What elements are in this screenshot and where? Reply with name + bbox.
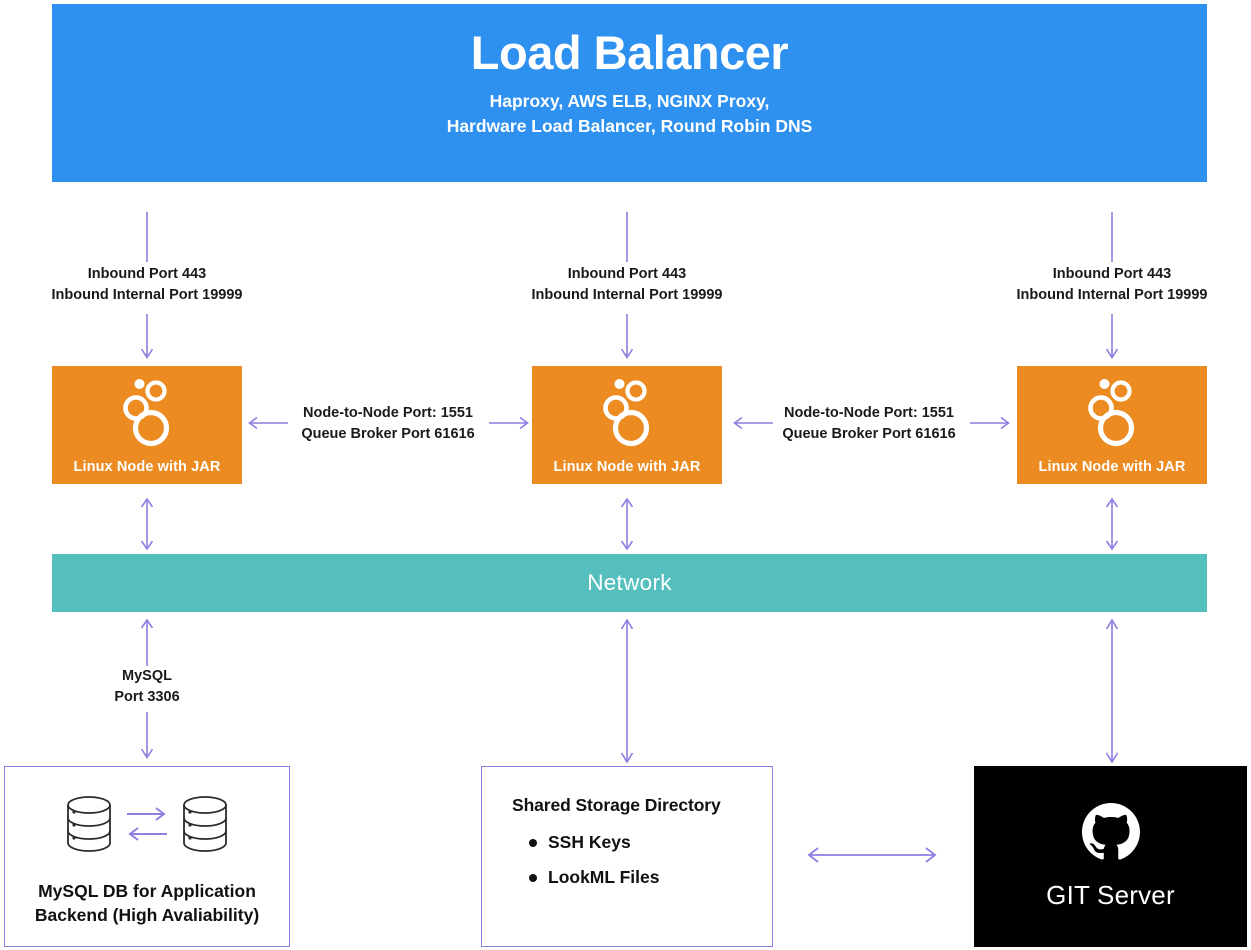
github-octocat-icon [1081, 802, 1140, 866]
looker-logo-icon [599, 375, 655, 452]
list-item: SSH Keys [529, 832, 772, 853]
network-label: Network [587, 570, 672, 595]
mysql-replication-icons [63, 793, 231, 860]
replication-arrows-icon [125, 800, 169, 853]
list-item: LookML Files [529, 867, 772, 888]
lb-to-node-arrow-2 [619, 314, 635, 364]
load-balancer-subtitle-line-1: Haproxy, AWS ELB, NGINX Proxy, [489, 91, 770, 112]
node-link-label-2-line-2: Queue Broker Port 61616 [782, 426, 956, 443]
inbound-port-label-1-line-1: Inbound Port 443 [87, 266, 207, 282]
mysql-db-caption-line-2: Backend (High Avaliability) [34, 904, 260, 925]
looker-logo-icon [1084, 375, 1140, 452]
load-balancer-subtitle: Haproxy, AWS ELB, NGINX Proxy, Hardware … [447, 89, 813, 139]
node-link-label-1-line-1: Node-to-Node Port: 1551 [303, 405, 473, 421]
network-to-git-arrow [1104, 618, 1120, 764]
mysql-db-box[interactable]: MySQL DB for Application Backend (High A… [4, 766, 290, 947]
node-link-label-1-line-2: Queue Broker Port 61616 [301, 426, 475, 443]
lb-to-node-arrow-1 [139, 314, 155, 364]
shared-storage-list: SSH Keys LookML Files [512, 832, 772, 888]
node-link-2-arrow-left [733, 414, 773, 432]
load-balancer-subtitle-line-2: Hardware Load Balancer, Round Robin DNS [446, 115, 813, 136]
shared-storage-item-label: LookML Files [548, 867, 660, 887]
mysql-port-label-line-1: MySQL [122, 668, 172, 684]
looker-logo-icon [119, 375, 175, 452]
node-link-label-1: Node-to-Node Port: 1551 Queue Broker Por… [288, 403, 488, 445]
network-to-storage-arrow [619, 618, 635, 764]
node-link-1-arrow-right [489, 414, 529, 432]
node-link-label-2-line-1: Node-to-Node Port: 1551 [784, 405, 954, 421]
storage-to-git-arrow [805, 845, 939, 865]
inbound-port-label-3-line-2: Inbound Internal Port 19999 [1016, 287, 1208, 304]
database-cylinder-icon [179, 793, 231, 860]
inbound-port-label-3: Inbound Port 443 Inbound Internal Port 1… [965, 264, 1251, 306]
linux-node-3[interactable]: Linux Node with JAR [1017, 366, 1207, 484]
inbound-port-label-3-line-1: Inbound Port 443 [1052, 266, 1172, 282]
load-balancer-title: Load Balancer [470, 26, 789, 79]
node-to-network-arrow-1 [139, 497, 155, 551]
node-to-network-arrow-3 [1104, 497, 1120, 551]
lb-to-node-stem-3 [1111, 212, 1113, 262]
node-link-2-arrow-right [970, 414, 1010, 432]
inbound-port-label-2-line-1: Inbound Port 443 [567, 266, 687, 282]
inbound-port-label-1: Inbound Port 443 Inbound Internal Port 1… [0, 264, 294, 306]
node-to-network-arrow-2 [619, 497, 635, 551]
lb-to-node-stem-2 [626, 212, 628, 262]
mysql-db-caption: MySQL DB for Application Backend (High A… [35, 880, 259, 928]
network-to-mysql-arrow-up [139, 618, 155, 666]
linux-node-3-caption: Linux Node with JAR [1038, 459, 1186, 475]
lb-to-node-arrow-3 [1104, 314, 1120, 364]
bullet-icon [529, 838, 537, 847]
mysql-port-label: MySQL Port 3306 [47, 666, 247, 708]
network-bar: Network [52, 554, 1207, 612]
linux-node-2-caption: Linux Node with JAR [553, 459, 701, 475]
inbound-port-label-2-line-2: Inbound Internal Port 19999 [531, 287, 723, 304]
inbound-port-label-2: Inbound Port 443 Inbound Internal Port 1… [480, 264, 774, 306]
mysql-db-caption-line-1: MySQL DB for Application [38, 881, 256, 901]
linux-node-1-caption: Linux Node with JAR [73, 459, 221, 475]
git-server-caption: GIT Server [1046, 879, 1175, 910]
shared-storage-title: Shared Storage Directory [512, 795, 721, 815]
node-link-label-2: Node-to-Node Port: 1551 Queue Broker Por… [769, 403, 969, 445]
linux-node-2[interactable]: Linux Node with JAR [532, 366, 722, 484]
git-server-box[interactable]: GIT Server [974, 766, 1247, 947]
inbound-port-label-1-line-2: Inbound Internal Port 19999 [51, 287, 243, 304]
shared-storage-item-label: SSH Keys [548, 832, 631, 852]
bullet-icon [529, 873, 537, 882]
node-link-1-arrow-left [248, 414, 288, 432]
database-cylinder-icon [63, 793, 115, 860]
linux-node-1[interactable]: Linux Node with JAR [52, 366, 242, 484]
lb-to-node-stem-1 [146, 212, 148, 262]
shared-storage-box[interactable]: Shared Storage Directory SSH Keys LookML… [481, 766, 773, 947]
network-to-mysql-arrow-down [139, 712, 155, 764]
load-balancer-banner: Load Balancer Haproxy, AWS ELB, NGINX Pr… [52, 4, 1207, 182]
mysql-port-label-line-2: Port 3306 [114, 689, 180, 706]
